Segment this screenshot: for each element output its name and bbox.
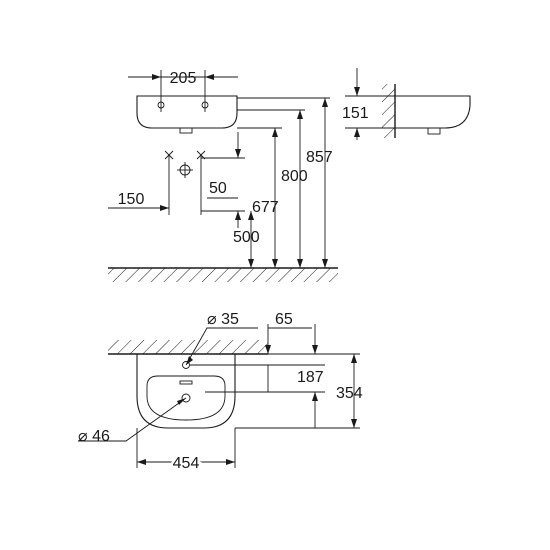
basin-top-outline: [136, 354, 236, 429]
dim-857: 857: [306, 149, 333, 166]
basin-front-outline: [136, 95, 238, 129]
dim-800: 800: [281, 168, 308, 185]
basin-side-outline: [395, 95, 471, 129]
top-view: ⌀ 35 65 187 354 ⌀ 46 454: [78, 311, 363, 475]
dim-65: 65: [275, 311, 293, 328]
overflow-slot: [179, 380, 193, 385]
side-waste-stub: [427, 127, 441, 135]
waste-hole-top: [181, 393, 191, 403]
dim-dia-35: ⌀ 35: [207, 311, 239, 328]
tap-hole-top: [182, 361, 190, 369]
dim-677: 677: [252, 199, 279, 216]
dim-187: 187: [297, 369, 324, 386]
dim-dia-46: ⌀ 46: [78, 428, 110, 445]
side-view: 151: [342, 68, 471, 140]
basin-bowl: [146, 375, 226, 421]
top-wall-hatch: [108, 340, 268, 354]
wall-hatch: [382, 84, 395, 138]
dim-151: 151: [342, 105, 369, 122]
dim-454: 454: [173, 455, 200, 472]
waste-stub: [179, 127, 193, 134]
dim-150: 150: [118, 191, 145, 208]
dim-500: 500: [233, 229, 260, 246]
dim-354: 354: [336, 385, 363, 402]
front-view: 205 150 50 500: [108, 70, 338, 282]
floor-hatch: [108, 268, 338, 282]
dim-50: 50: [209, 180, 227, 197]
dim-205: 205: [170, 70, 197, 87]
